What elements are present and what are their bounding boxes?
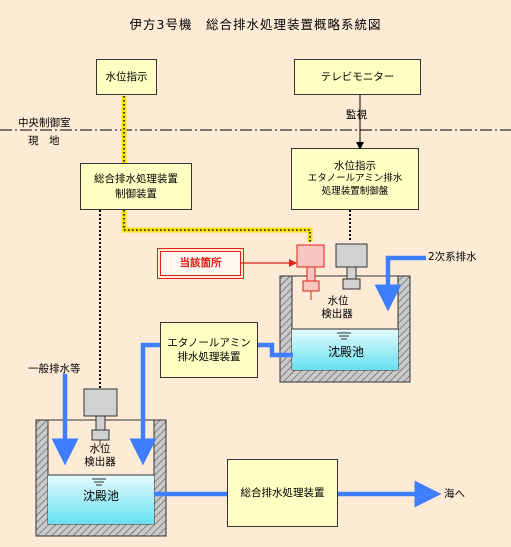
signal-lines-black	[99, 210, 351, 388]
left-settling-pond-label: 沈殿池	[82, 489, 119, 503]
control-panel-line1: 水位指示	[334, 160, 376, 173]
right-tank	[279, 275, 411, 383]
tv-monitor-box: テレビモニター	[294, 59, 421, 95]
left-detector-label-2: 検出器	[84, 456, 116, 468]
right-settling-pond-label: 沈殿池	[327, 345, 364, 359]
right-detector-label-1: 水位	[327, 295, 349, 307]
zone-field-label: 現 地	[28, 135, 60, 147]
diagram-title: 伊方3号機 総合排水処理装置概略系統図	[129, 17, 382, 32]
to-sea-label: 海へ	[444, 488, 465, 500]
ethanolamine-treatment-box: エタノールアミン 排水処理装置	[160, 322, 258, 378]
affected-level-detector	[296, 244, 325, 300]
left-level-detector	[83, 388, 118, 446]
flow-arrows	[51, 255, 442, 508]
secondary-drain-label: 2次系排水	[428, 251, 477, 263]
ethanolamine-line1: エタノールアミン	[167, 336, 251, 349]
left-detector-label-1: 水位	[89, 443, 111, 455]
level-indicator-control-room-label: 水位指示	[105, 70, 148, 83]
tv-monitor-label: テレビモニター	[320, 70, 395, 83]
ethanolamine-control-panel: 水位指示 エタノールアミン排水 処理装置制御盤	[291, 148, 419, 210]
affected-part-label-box: 当該箇所	[157, 248, 244, 279]
right-detector-label-2: 検出器	[321, 308, 353, 320]
affected-part-label: 当該箇所	[179, 257, 222, 270]
general-drain-label: 一般排水等	[28, 363, 81, 375]
control-panel-line3: 処理装置制御盤	[321, 186, 389, 198]
control-panel-line2: エタノールアミン排水	[307, 173, 403, 185]
total-drain-treatment-box: 総合排水処理装置	[227, 459, 338, 527]
control-unit-line2: 制御装置	[115, 187, 157, 200]
control-unit-line1: 総合排水処理装置	[94, 173, 178, 186]
total-treatment-label: 総合排水処理装置	[240, 486, 325, 499]
zone-control-room-label: 中央制御室	[18, 117, 71, 129]
total-drain-control-unit: 総合排水処理装置 制御装置	[80, 163, 192, 210]
monitoring-label: 監視	[346, 109, 367, 121]
ethanolamine-line2: 排水処理装置	[177, 351, 241, 363]
right-gray-detector	[335, 243, 368, 290]
level-indicator-control-room: 水位指示	[96, 59, 157, 95]
